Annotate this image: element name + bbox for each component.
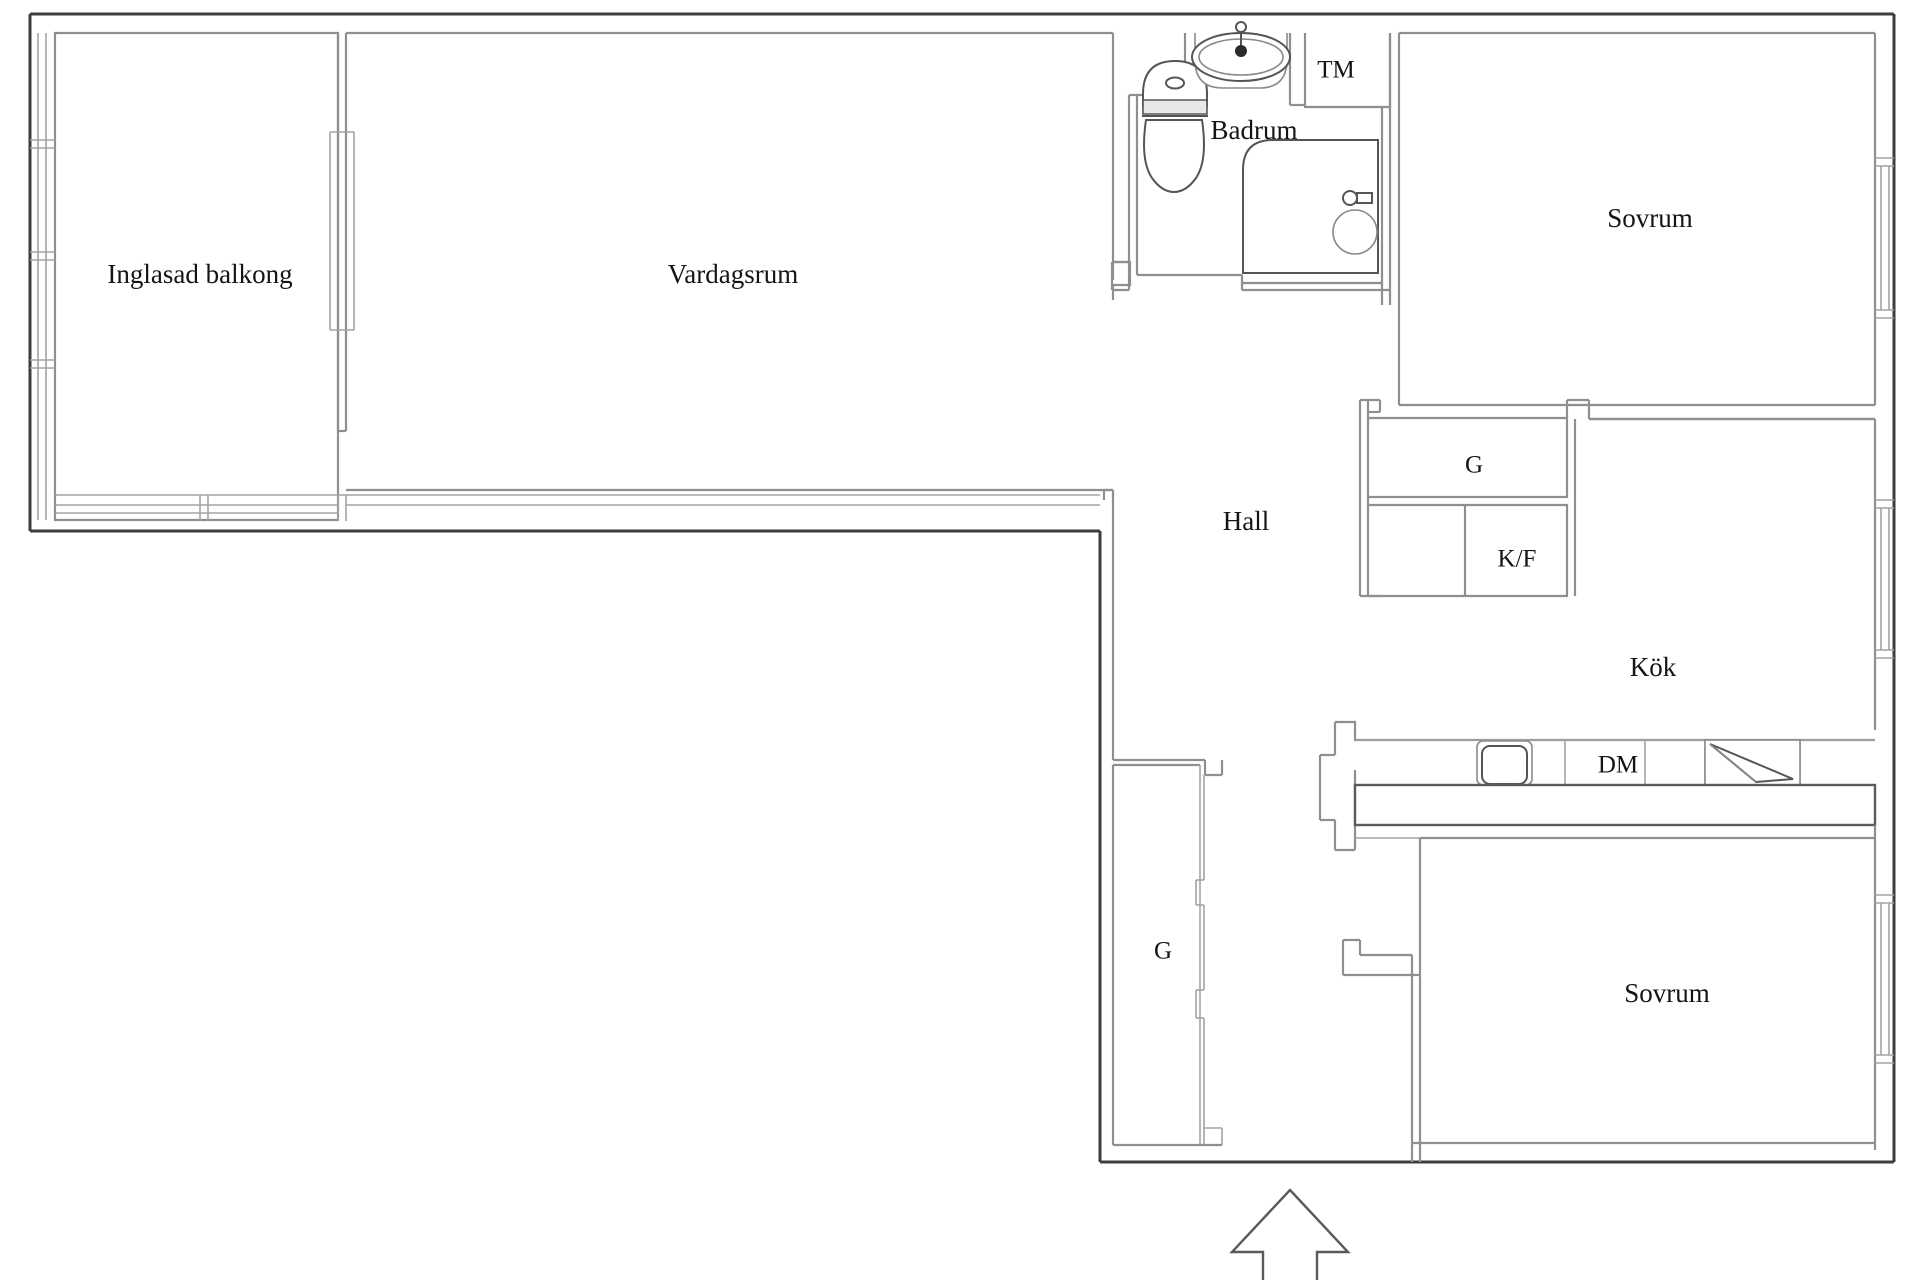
room-bathroom [1110,21,1392,305]
room-label-bedroom-bottom: Sovrum [1624,978,1710,1008]
label-washing-machine: TM [1317,57,1355,84]
stove-hob-fixture [1476,740,1533,786]
annotation-labels: TM G K/F DM G [1154,57,1638,965]
outer-walls [28,12,1896,1164]
kitchen-counter [1353,783,1877,827]
room-bedroom-bottom [1341,836,1894,1162]
room-labels: Inglasad balkong Vardagsrum Badrum Sovru… [107,115,1709,1008]
toilet-fixture [1142,59,1208,194]
label-fridge-freezer: K/F [1498,546,1537,573]
entrance-arrow [1229,1188,1351,1280]
room-label-kitchen: Kök [1630,652,1677,682]
room-label-bathroom: Badrum [1211,115,1298,145]
closet-group-top [1358,398,1875,598]
room-label-bedroom-top: Sovrum [1607,203,1693,233]
room-kitchen [1318,417,1894,1150]
room-bedroom-top [1397,31,1894,407]
room-balcony [30,31,1100,522]
room-label-hall: Hall [1223,506,1270,536]
label-closet-top: G [1465,452,1483,479]
shower-enclosure [1242,139,1379,274]
label-closet-hall: G [1154,938,1172,965]
room-label-balcony: Inglasad balkong [107,259,292,289]
kitchen-sink-fixture [1704,739,1801,786]
label-dishwasher: DM [1598,752,1638,779]
washbasin-fixture [1191,21,1291,89]
closet-hall [1111,758,1224,1147]
room-label-living: Vardagsrum [668,259,798,289]
